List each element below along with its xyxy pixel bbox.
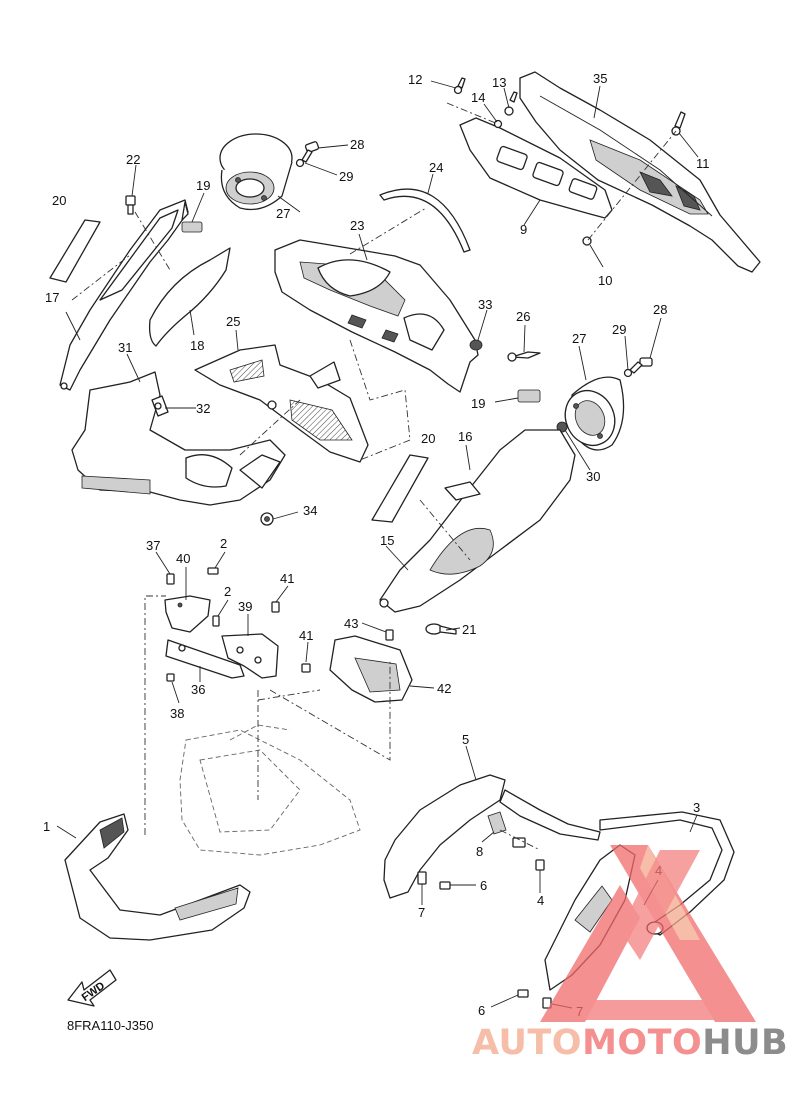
frame-phantom <box>179 724 361 856</box>
callout-41: 41 <box>299 628 313 643</box>
fwd-arrow-icon: FWD <box>67 969 117 1007</box>
part-1-front-fairing <box>64 813 251 941</box>
callout-10: 10 <box>598 273 612 288</box>
part-40-bracket <box>164 595 211 633</box>
callout-2: 2 <box>224 584 231 599</box>
part-15-16-side-cover-right <box>379 429 576 613</box>
bracket-bolts <box>166 567 311 682</box>
callout-5: 5 <box>462 732 469 747</box>
callout-30: 30 <box>586 469 600 484</box>
callout-27: 27 <box>572 331 586 346</box>
watermark: AUTOMOTOHUB <box>472 845 788 1063</box>
diagram-code: 8FRA110-J350 <box>67 1018 153 1033</box>
part-6-7-bolts <box>417 837 552 1009</box>
callout-2: 2 <box>220 536 227 551</box>
callout-42: 42 <box>437 681 451 696</box>
callout-24: 24 <box>429 160 443 175</box>
part-27-mirror-cap-left <box>219 133 293 211</box>
callout-6: 6 <box>480 878 487 893</box>
watermark-auto: AUTO <box>472 1023 582 1063</box>
callout-8: 8 <box>476 844 483 859</box>
part-19-pad-left <box>181 221 203 233</box>
callout-29: 29 <box>612 322 626 337</box>
callout-33: 33 <box>478 297 492 312</box>
part-5-lower-fairing <box>383 774 601 899</box>
callout-14: 14 <box>471 90 485 105</box>
part-20-decal-right <box>371 454 429 523</box>
callout-32: 32 <box>196 401 210 416</box>
callout-39: 39 <box>238 599 252 614</box>
connection-lines <box>71 102 677 851</box>
callout-12: 12 <box>408 72 422 87</box>
callout-28: 28 <box>350 137 364 152</box>
callout-43: 43 <box>344 616 358 631</box>
callout-20: 20 <box>52 193 66 208</box>
part-24-trim-strip <box>379 188 471 253</box>
callout-22: 22 <box>126 152 140 167</box>
callout-27: 27 <box>276 206 290 221</box>
callout-19: 19 <box>196 178 210 193</box>
callout-4: 4 <box>537 893 544 908</box>
callout-21: 21 <box>462 622 476 637</box>
callout-26: 26 <box>516 309 530 324</box>
callout-3: 3 <box>693 800 700 815</box>
part-31-inner-cover <box>71 371 286 506</box>
part-20-decal-left <box>49 219 101 283</box>
callout-36: 36 <box>191 682 205 697</box>
callout-7: 7 <box>418 905 425 920</box>
callout-37: 37 <box>146 538 160 553</box>
callout-25: 25 <box>226 314 240 329</box>
part-39-plate <box>221 633 279 679</box>
part-33-screw <box>469 339 483 351</box>
watermark-hub: HUB <box>702 1023 788 1063</box>
part-42-bracket-cover <box>329 635 413 703</box>
callout-1: 1 <box>43 819 50 834</box>
part-28-29-30-screws-right <box>556 357 653 433</box>
callout-28: 28 <box>653 302 667 317</box>
part-21-bolt <box>425 623 457 635</box>
callout-34: 34 <box>303 503 317 518</box>
part-35-screen-bracket <box>519 71 761 273</box>
watermark-text: AUTOMOTOHUB <box>472 1023 788 1063</box>
callout-16: 16 <box>458 429 472 444</box>
callout-18: 18 <box>190 338 204 353</box>
part-19-pad-right <box>517 389 541 403</box>
part-43-screw <box>385 629 394 641</box>
part-23-inner-panel <box>274 239 479 393</box>
callout-17: 17 <box>45 290 59 305</box>
callout-13: 13 <box>492 75 506 90</box>
triangle-logo-icon <box>540 845 756 1022</box>
callout-40: 40 <box>176 551 190 566</box>
part-27-mirror-cap-right <box>564 376 625 451</box>
part-22-bolt-left <box>125 195 136 215</box>
callout-9: 9 <box>520 222 527 237</box>
part-36-stay-rod <box>165 639 245 679</box>
callout-35: 35 <box>593 71 607 86</box>
callout-31: 31 <box>118 340 132 355</box>
part-18-small-cover <box>148 247 231 347</box>
part-25-mesh-panel <box>194 344 369 463</box>
callout-11: 11 <box>696 156 710 171</box>
watermark-moto: MOTO <box>582 1023 702 1063</box>
callout-20: 20 <box>421 431 435 446</box>
callout-41: 41 <box>280 571 294 586</box>
callout-19: 19 <box>471 396 485 411</box>
callout-38: 38 <box>170 706 184 721</box>
callout-29: 29 <box>339 169 353 184</box>
part-8-damper <box>487 811 507 835</box>
callout-15: 15 <box>380 533 394 548</box>
callout-23: 23 <box>350 218 364 233</box>
part-28-29-screws-left <box>295 141 320 168</box>
callout-6: 6 <box>478 1003 485 1018</box>
part-26-rivet <box>511 351 541 359</box>
